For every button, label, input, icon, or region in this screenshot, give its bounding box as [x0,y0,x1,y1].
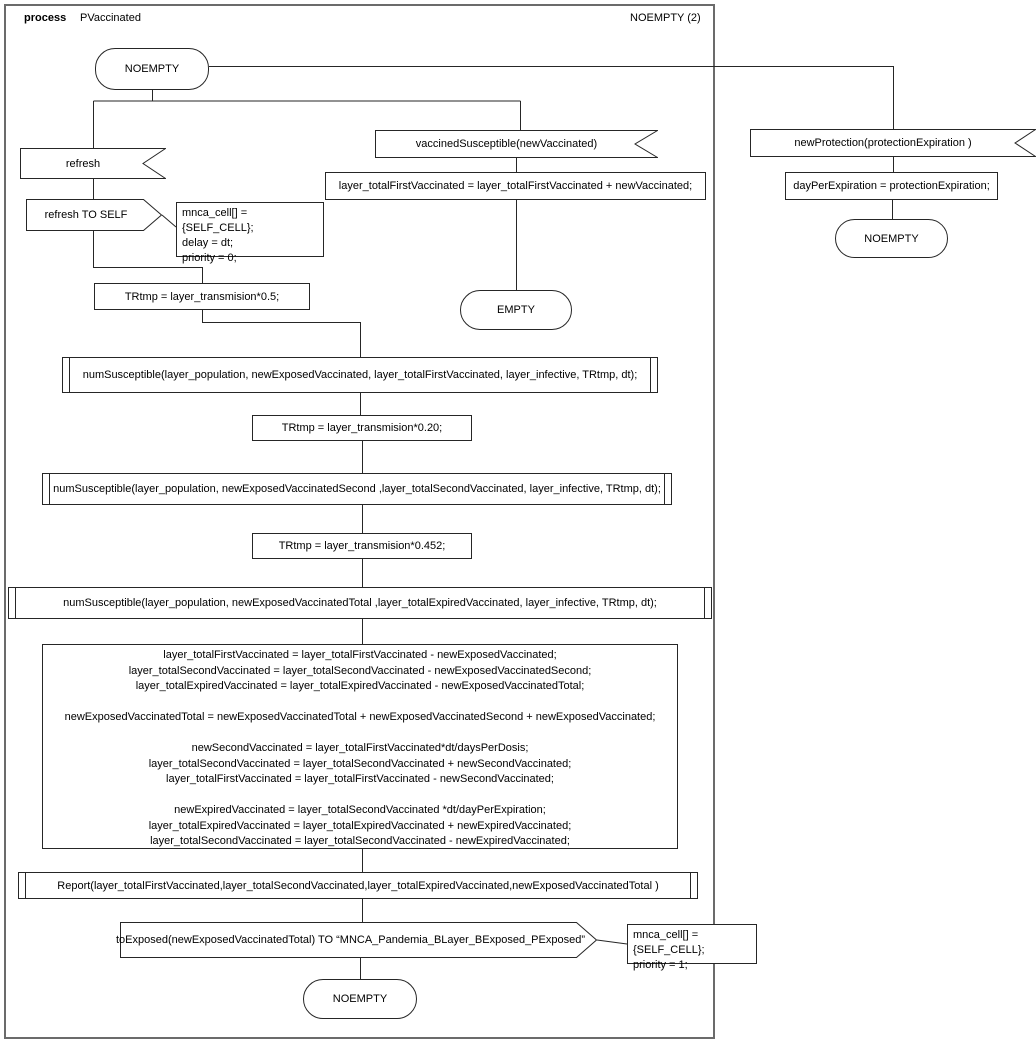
assign-trtmp-020[interactable]: TRtmp = layer_transmision*0.20; [252,415,472,441]
subprocess-num-susceptible-1[interactable]: numSusceptible(layer_population, newExpo… [62,357,658,393]
send-label: toExposed(newExposedVaccinatedTotal) TO … [116,934,585,946]
subprocess-num-susceptible-3[interactable]: numSusceptible(layer_population, newExpo… [8,587,712,619]
assign-trtmp-0452[interactable]: TRtmp = layer_transmision*0.452; [252,533,472,559]
note-refresh-params[interactable]: mnca_cell[] = {SELF_CELL}; delay = dt; p… [176,202,324,264]
subprocess-num-susceptible-2[interactable]: numSusceptible(layer_population, newExpo… [42,473,672,505]
state-noempty-right[interactable]: NOEMPTY [835,219,948,258]
send-flag-shape [26,199,162,231]
state-ref-label: NOEMPTY (2) [630,12,701,24]
receive-label: refresh [65,157,101,170]
receive-new-protection[interactable]: newProtection(protectionExpiration ) [750,129,1036,157]
process-name-label: PVaccinated [80,12,141,24]
assign-trtmp-05[interactable]: TRtmp = layer_transmision*0.5; [94,283,310,310]
state-label: NOEMPTY [332,993,388,1005]
process-boundary[interactable] [4,4,715,1039]
assign-vaccination-update-block[interactable]: layer_totalFirstVaccinated = layer_total… [42,644,678,849]
receive-flag-shape [750,129,1036,157]
receive-flag-shape [375,130,658,158]
process-kind-label: process [24,12,67,24]
send-label: refresh TO SELF [44,209,128,221]
receive-flag-shape [20,148,166,179]
note-to-exposed-params[interactable]: mnca_cell[] = {SELF_CELL}; priority = 1; [627,924,757,971]
state-label: EMPTY [497,304,535,316]
send-flag-shape [120,922,597,958]
state-noempty-top[interactable]: NOEMPTY [95,48,209,90]
subprocess-report[interactable]: Report(layer_totalFirstVaccinated,layer_… [18,872,698,899]
receive-label: newProtection(protectionExpiration ) [794,137,972,149]
state-label: NOEMPTY [124,63,180,75]
send-refresh-to-self[interactable]: refresh TO SELF [26,199,162,231]
assign-total-first-vaccinated[interactable]: layer_totalFirstVaccinated = layer_total… [325,172,706,200]
assign-day-per-expiration[interactable]: dayPerExpiration = protectionExpiration; [785,172,998,200]
state-empty[interactable]: EMPTY [460,290,572,330]
receive-vaccined-susceptible[interactable]: vaccinedSusceptible(newVaccinated) [375,130,658,158]
receive-label: vaccinedSusceptible(newVaccinated) [415,138,598,150]
state-noempty-bottom[interactable]: NOEMPTY [303,979,417,1019]
send-to-exposed[interactable]: toExposed(newExposedVaccinatedTotal) TO … [116,922,597,958]
state-label: NOEMPTY [864,232,919,245]
receive-refresh[interactable]: refresh [20,148,166,179]
